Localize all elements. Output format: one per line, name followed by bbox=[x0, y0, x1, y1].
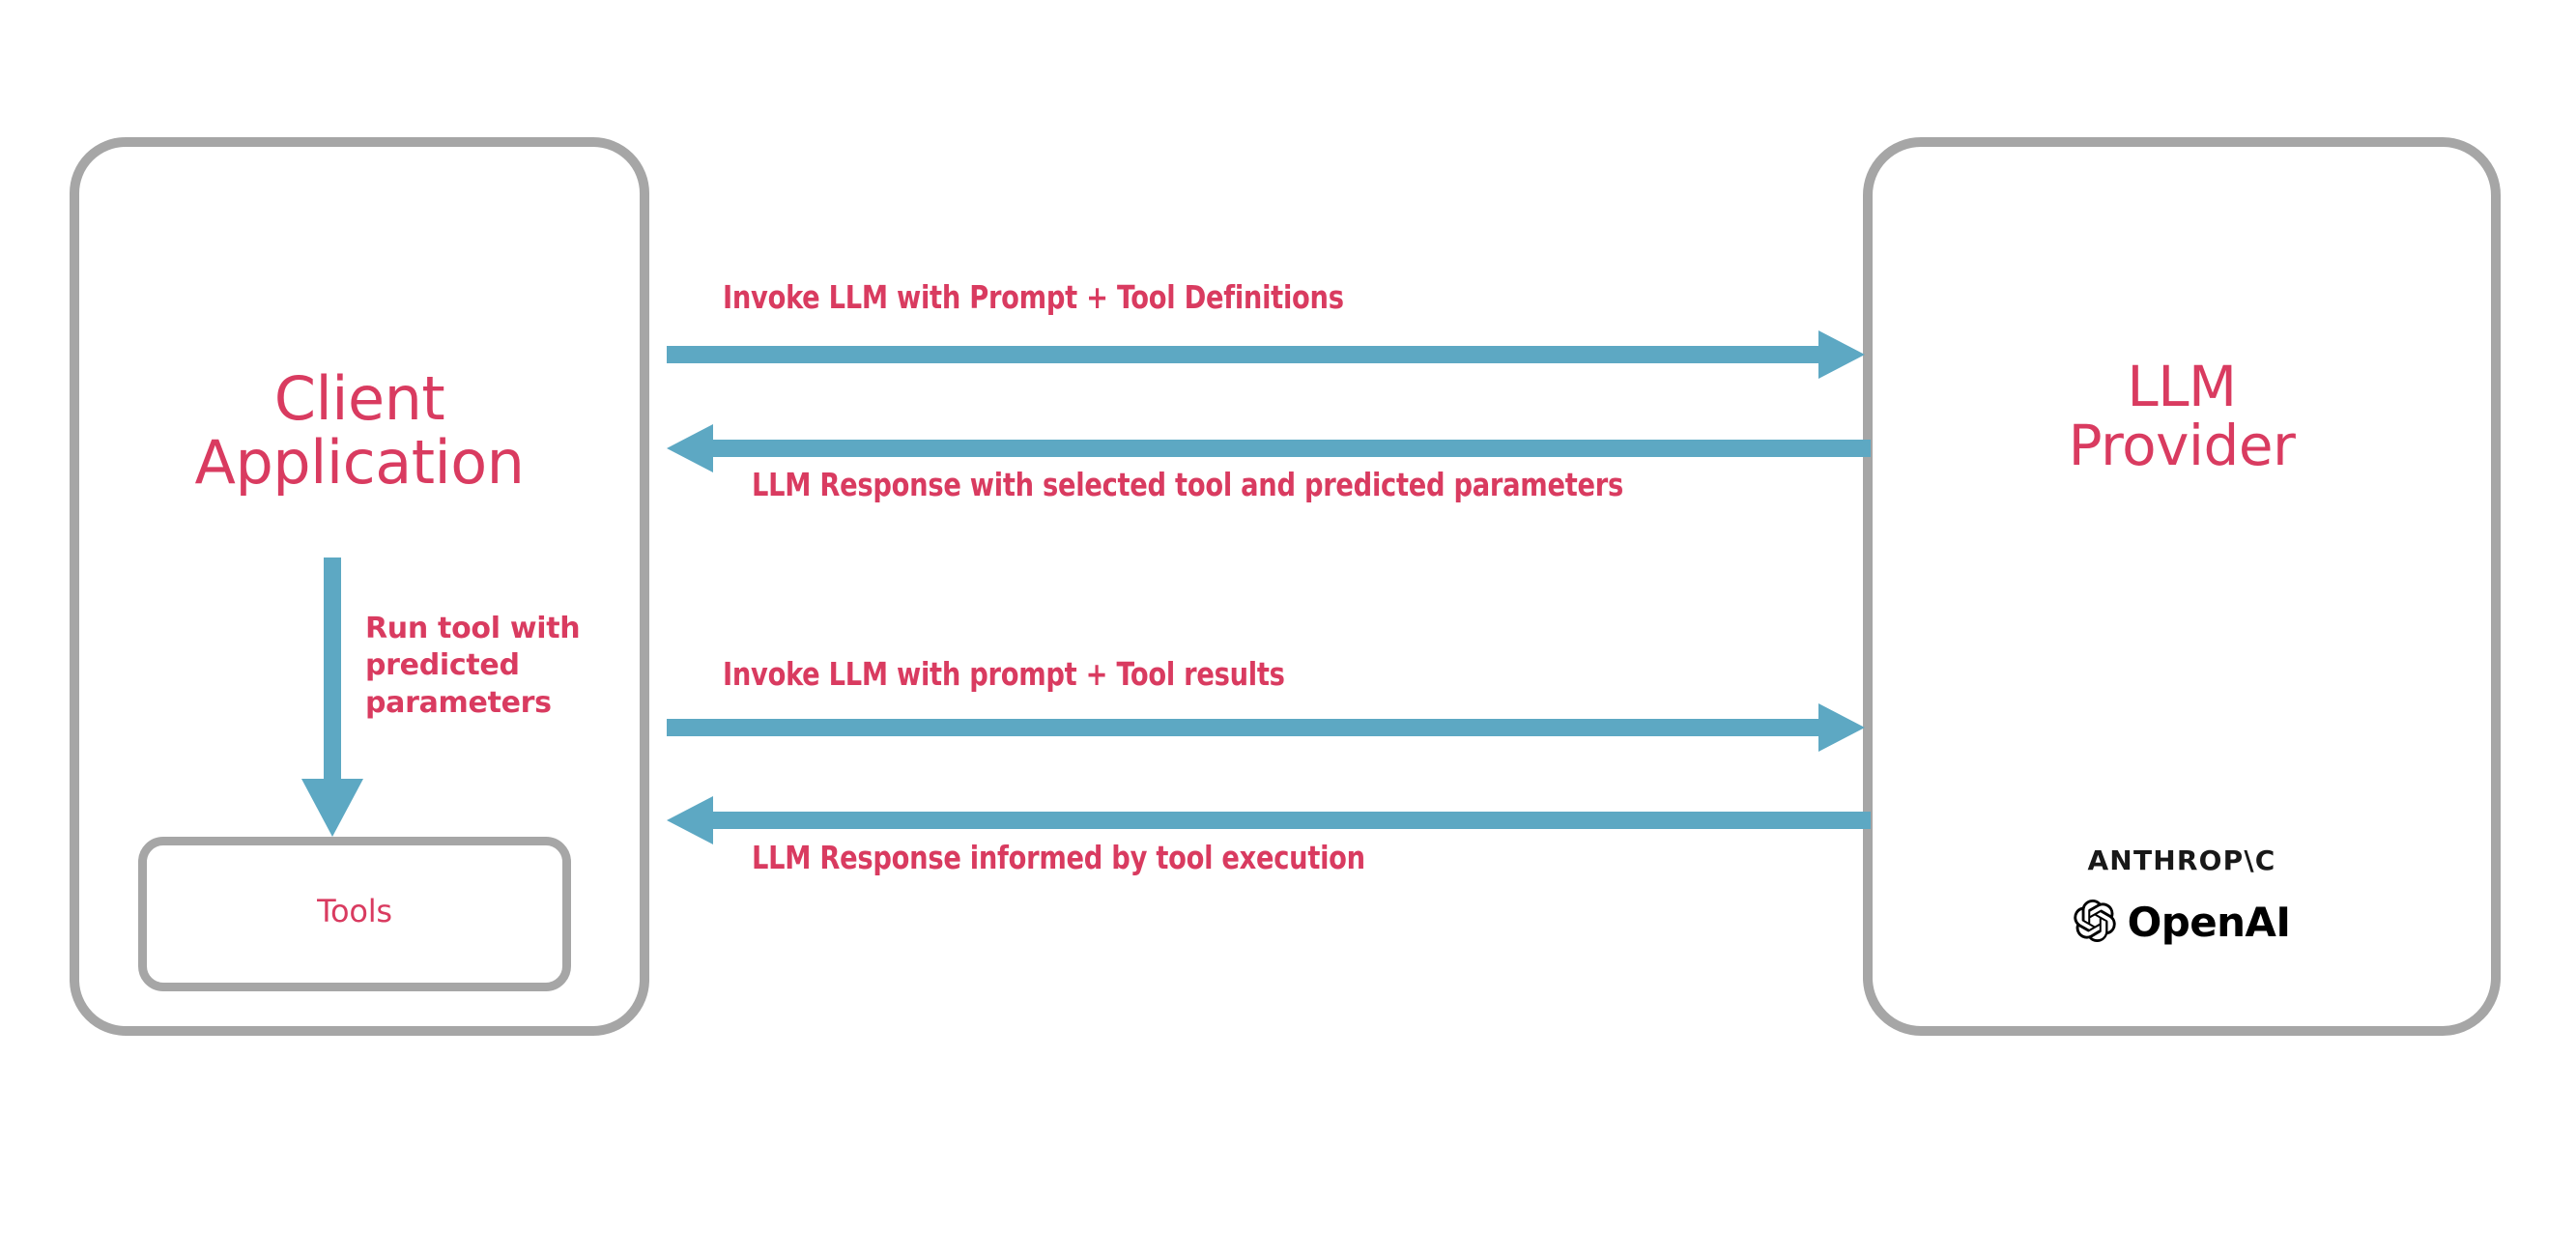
llm-provider-title: LLM Provider bbox=[2068, 354, 2296, 479]
tools-box bbox=[138, 837, 571, 991]
llm-response-selected-tool-arrow-shaft bbox=[713, 440, 1871, 457]
invoke-llm-prompt-tools-arrow-head bbox=[1818, 330, 1865, 379]
invoke-llm-tool-results-label: Invoke LLM with prompt + Tool results bbox=[723, 655, 1285, 693]
invoke-llm-prompt-tools-label: Invoke LLM with Prompt + Tool Definition… bbox=[723, 278, 1344, 316]
run-tool-label: Run tool with predicted parameters bbox=[365, 612, 581, 720]
openai-logo: OpenAI bbox=[1882, 899, 2481, 946]
llm-response-tool-execution-label: LLM Response informed by tool execution bbox=[752, 839, 1365, 876]
anthropic-logo: ANTHROP\C bbox=[2087, 844, 2276, 876]
invoke-llm-tool-results-arrow-shaft bbox=[667, 719, 1818, 736]
llm-response-selected-tool-label: LLM Response with selected tool and pred… bbox=[752, 466, 1623, 503]
llm-response-selected-tool-arrow-head bbox=[667, 424, 713, 472]
run-tool-arrow-shaft bbox=[324, 558, 341, 785]
llm-provider-box bbox=[1863, 137, 2501, 1036]
openai-mark-icon bbox=[2073, 899, 2116, 946]
invoke-llm-tool-results-arrow-head bbox=[1818, 703, 1865, 752]
tools-label: Tools bbox=[317, 893, 392, 929]
client-application-title: Client Application bbox=[194, 363, 525, 498]
llm-response-tool-execution-arrow-head bbox=[667, 796, 713, 844]
llm-response-tool-execution-arrow-shaft bbox=[713, 812, 1871, 829]
run-tool-arrow-head bbox=[301, 779, 363, 837]
openai-wordmark: OpenAI bbox=[2127, 899, 2291, 946]
invoke-llm-prompt-tools-arrow-shaft bbox=[667, 346, 1818, 363]
